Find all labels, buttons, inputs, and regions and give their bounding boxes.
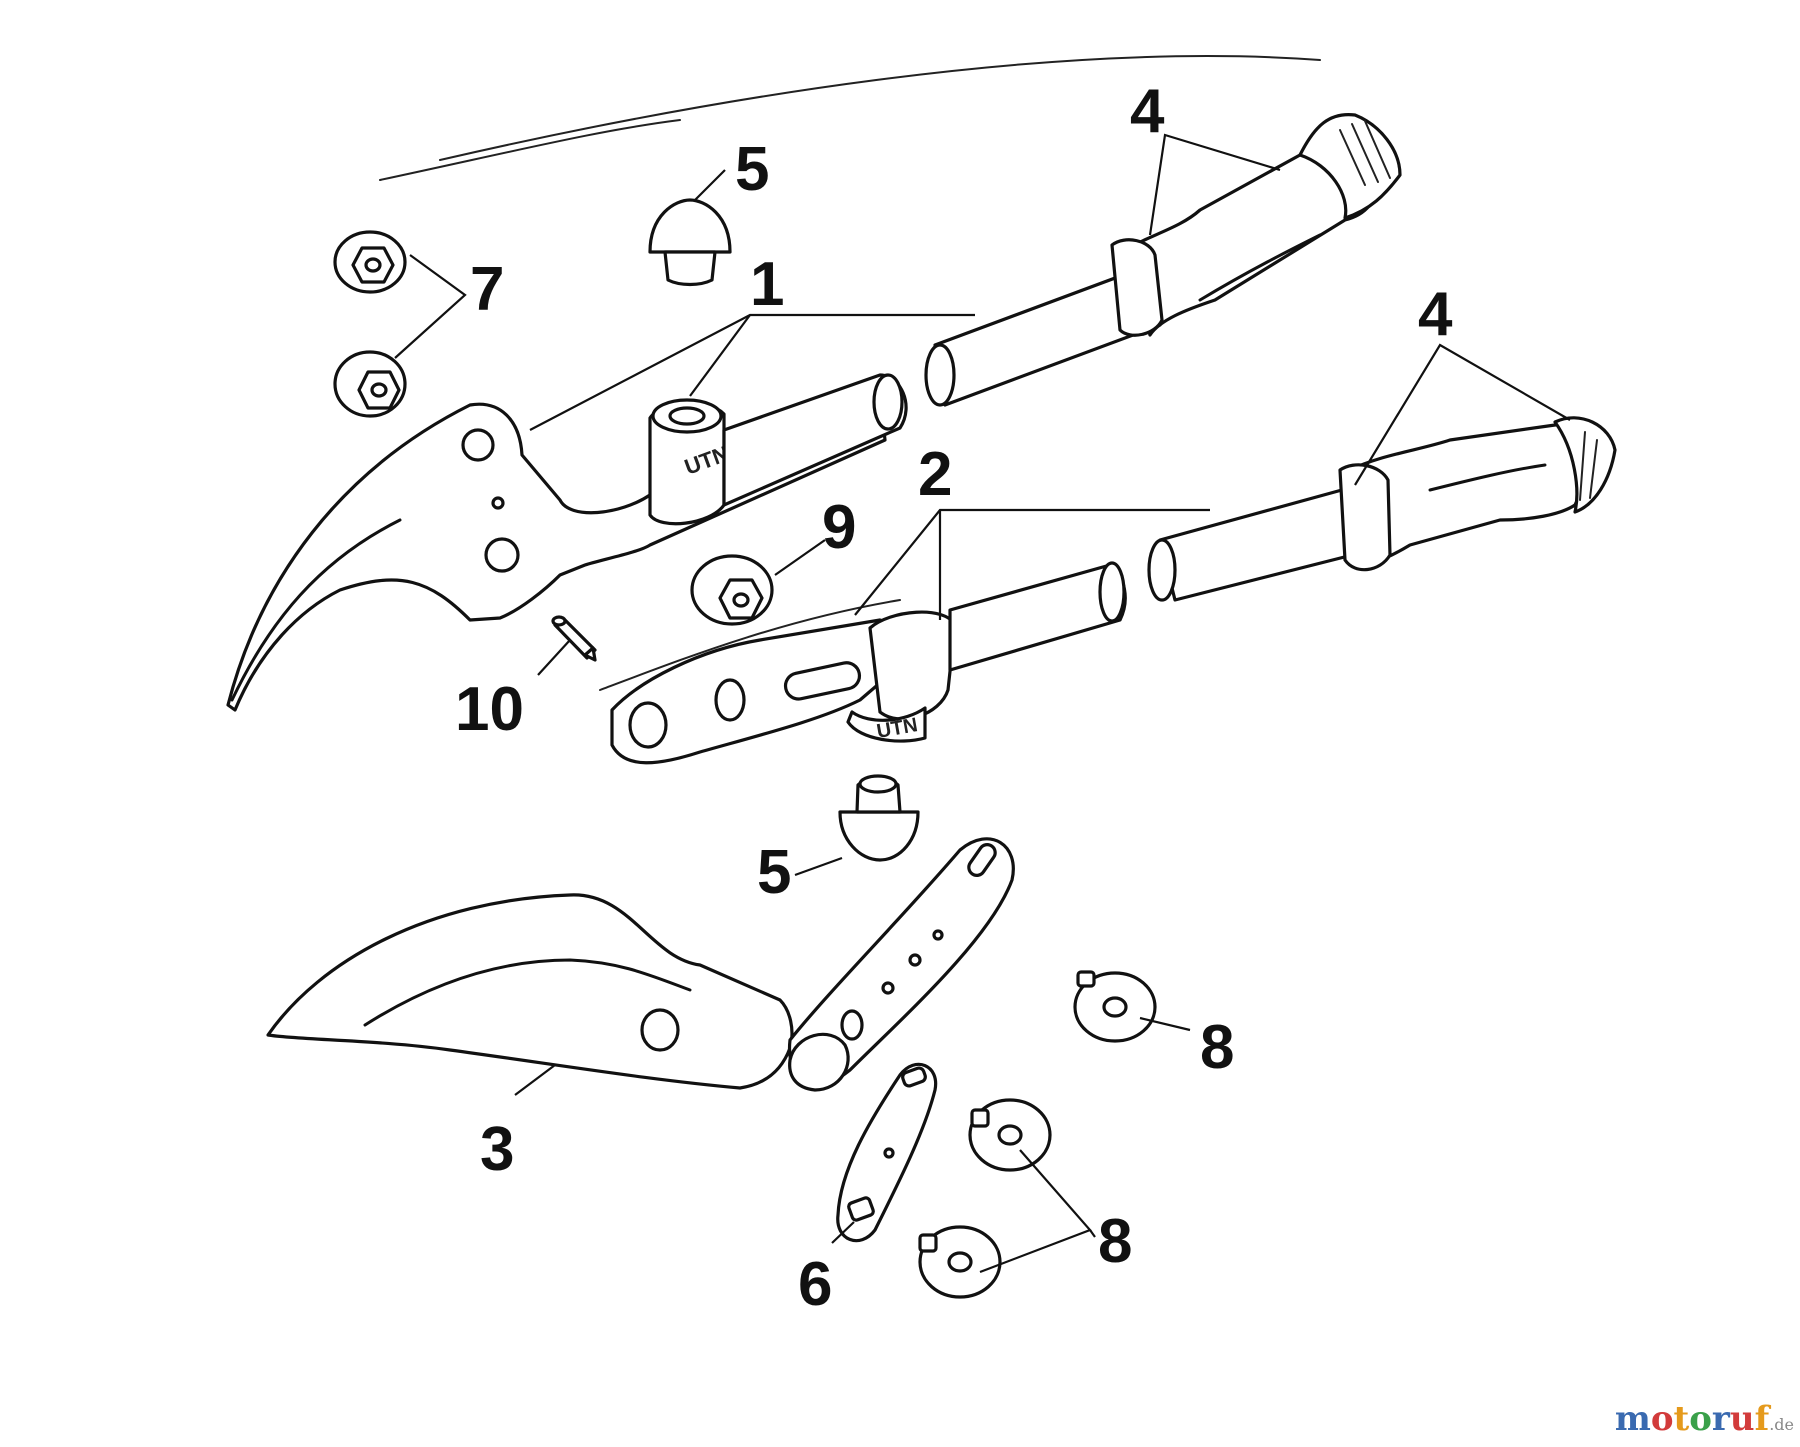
small-link-part-6 xyxy=(836,1062,938,1243)
nut-part-9 xyxy=(690,554,774,626)
part-label-2: 2 xyxy=(918,440,952,509)
upper-handle-part-1: UTN xyxy=(226,112,1402,712)
part-label-1: 1 xyxy=(750,250,784,319)
screw-part-8-b xyxy=(968,1098,1052,1172)
part-label-4-lower: 4 xyxy=(1418,280,1453,349)
watermark-tld: .de xyxy=(1769,1415,1794,1434)
part-label-3: 3 xyxy=(480,1115,514,1184)
part-label-5-upper: 5 xyxy=(735,135,769,204)
cap-part-5-upper xyxy=(648,198,732,287)
watermark-letter: o xyxy=(1689,1399,1712,1439)
watermark-letter: t xyxy=(1673,1399,1690,1439)
part-label-10: 10 xyxy=(455,675,524,744)
part-label-8-lower: 8 xyxy=(1098,1207,1132,1276)
pin-part-10 xyxy=(551,615,597,662)
part-label-7: 7 xyxy=(470,255,504,324)
cap-part-5-lower xyxy=(838,774,920,862)
part-label-8-upper: 8 xyxy=(1200,1013,1234,1082)
long-link-arm xyxy=(787,837,1015,1092)
background-sketch-lines xyxy=(379,55,1321,691)
part-label-5-lower: 5 xyxy=(757,838,791,907)
blade-part-3 xyxy=(266,893,794,1090)
part-label-4-upper: 4 xyxy=(1130,77,1165,146)
watermark-letter: r xyxy=(1711,1399,1730,1439)
watermark-letter: f xyxy=(1754,1399,1770,1439)
screw-part-8-a xyxy=(1073,970,1157,1043)
watermark-letter: m xyxy=(1614,1399,1651,1439)
screw-part-8-c xyxy=(918,1225,1002,1299)
part-number-labels: 1 2 3 4 4 5 5 6 7 8 8 9 10 xyxy=(455,77,1453,1319)
lower-handle-part-2: UTN xyxy=(610,416,1617,765)
watermark-letter: u xyxy=(1729,1399,1755,1439)
bolt-part-7-upper xyxy=(333,230,407,294)
callout-leader-lines xyxy=(394,133,1571,1274)
bolt-part-7-lower xyxy=(333,350,407,418)
part-label-9: 9 xyxy=(822,493,856,562)
part-label-6: 6 xyxy=(798,1250,832,1319)
motoruf-watermark: motoruf.de xyxy=(1615,1399,1794,1439)
watermark-letter: o xyxy=(1650,1399,1674,1439)
